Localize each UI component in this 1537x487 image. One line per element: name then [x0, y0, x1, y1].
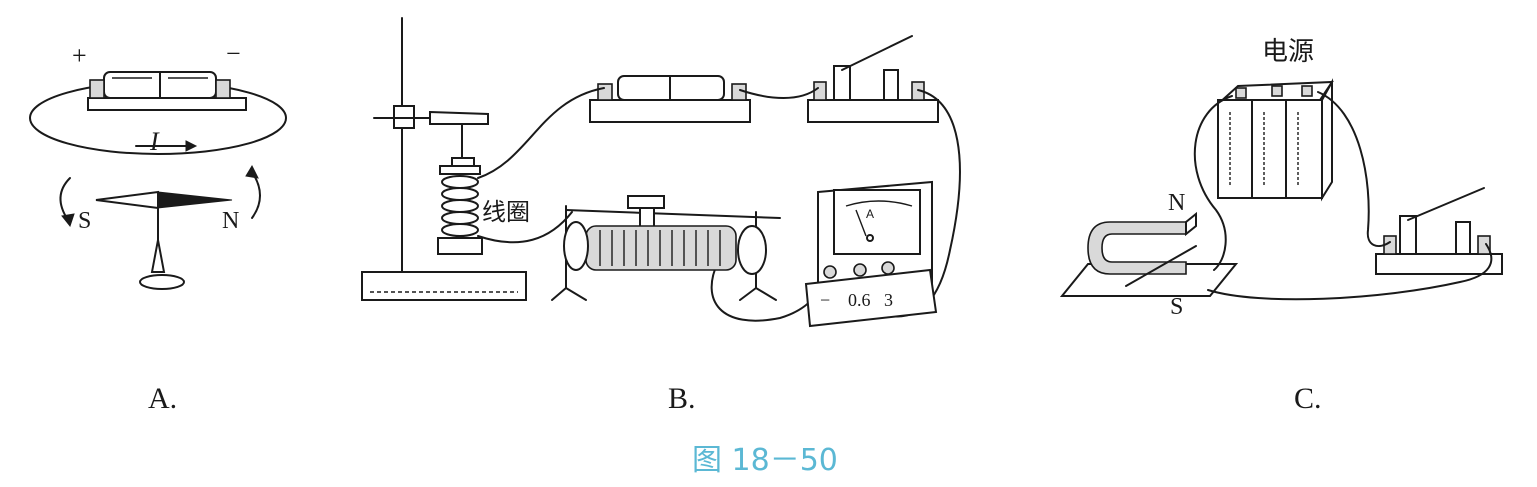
stand-base — [361, 271, 527, 301]
ammeter-letter: A — [866, 207, 874, 221]
switch-lever-icon — [1407, 187, 1485, 221]
wire — [477, 211, 573, 244]
minus-sign: − — [226, 39, 241, 68]
terminal-icon — [89, 79, 105, 99]
south-label-a: S — [78, 208, 91, 234]
terminal-icon — [1477, 235, 1491, 255]
rheostat-icon — [551, 195, 781, 301]
coil-top-cap — [439, 165, 481, 175]
wire — [739, 87, 819, 99]
conductor-rod — [1125, 245, 1197, 287]
battery-board-a — [87, 97, 247, 111]
terminal-icon — [215, 79, 231, 99]
north-label-c: N — [1168, 190, 1185, 216]
caption-a: A. — [148, 382, 177, 415]
switch-board-b — [807, 99, 939, 123]
needle-north-icon — [157, 191, 233, 209]
switch-lever-icon — [841, 35, 913, 71]
switch-hinge — [833, 65, 851, 101]
coil-label: 线圈 — [482, 198, 530, 226]
caption-c: C. — [1294, 382, 1322, 415]
south-label-c: S — [1170, 294, 1183, 320]
stand-base — [139, 274, 185, 290]
switch-board-c — [1375, 253, 1503, 275]
terminal-minus-label: − — [820, 290, 830, 310]
terminal-icon — [813, 81, 827, 101]
panel-a: + − I S N — [29, 39, 287, 290]
magnet-icon — [1059, 211, 1239, 297]
panel-b: 线圈 — [361, 17, 961, 328]
plus-sign: + — [72, 41, 87, 70]
north-label-a: N — [222, 208, 239, 234]
wire — [1207, 243, 1493, 301]
switch-hinge — [1399, 215, 1417, 255]
coil-base — [437, 237, 483, 255]
rotate-left-arrow-icon — [59, 177, 71, 221]
terminal-icon — [597, 83, 613, 101]
wire — [1193, 95, 1233, 271]
caption-b: B. — [668, 382, 696, 415]
battery-pack-icon — [1215, 78, 1334, 202]
battery-board-b — [589, 99, 751, 123]
terminal-3-label: 3 — [884, 290, 893, 310]
wire — [477, 87, 605, 179]
rotate-right-arrow-icon — [251, 171, 261, 219]
clamp-arm — [429, 110, 489, 125]
terminal-06-label: 0.6 — [848, 290, 871, 310]
wire — [1317, 91, 1391, 247]
needle-south-icon — [95, 190, 159, 210]
coil-icon — [441, 175, 479, 237]
power-label: 电源 — [1262, 37, 1314, 67]
figure-label: 图 18－50 — [692, 443, 838, 478]
ammeter-icon — [804, 180, 938, 328]
current-label: I — [149, 127, 160, 156]
panel-c: 电源 N S — [1059, 37, 1503, 320]
